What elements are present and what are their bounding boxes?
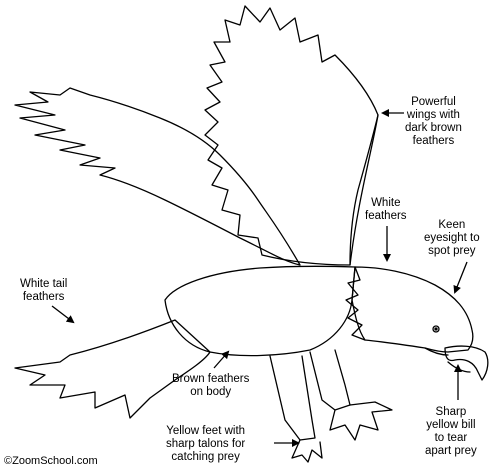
label-white-feathers: White feathers (365, 197, 407, 222)
beak (444, 345, 489, 381)
credit-text: ©ZoomSchool.com (4, 455, 98, 467)
front-wing (204, 5, 379, 266)
right-leg (309, 349, 351, 411)
mouth-line (424, 347, 449, 356)
body (164, 265, 356, 357)
label-bill: Sharp yellow bill to tear apart prey (425, 406, 477, 457)
arrow-tail (51, 305, 75, 324)
arrow-eyesight (453, 261, 468, 294)
arrow-body (213, 350, 230, 369)
neck-feathers (345, 266, 366, 341)
wing-edge-line (349, 114, 379, 266)
tail (14, 319, 211, 419)
pupil (434, 327, 438, 331)
left-leg (269, 355, 316, 441)
label-tail: White tail feathers (20, 278, 68, 303)
label-wings: Powerful wings with dark brown feathers (405, 96, 462, 147)
label-feet: Yellow feet with sharp talons for catchi… (166, 425, 246, 463)
head (351, 266, 474, 353)
label-eyesight: Keen eyesight to spot prey (424, 219, 480, 257)
label-body: Brown feathers on body (172, 373, 250, 398)
lower-beak (447, 361, 471, 373)
rear-wing (14, 87, 301, 266)
talons-right (329, 401, 393, 441)
talons-left (291, 439, 323, 463)
eye (432, 325, 440, 333)
